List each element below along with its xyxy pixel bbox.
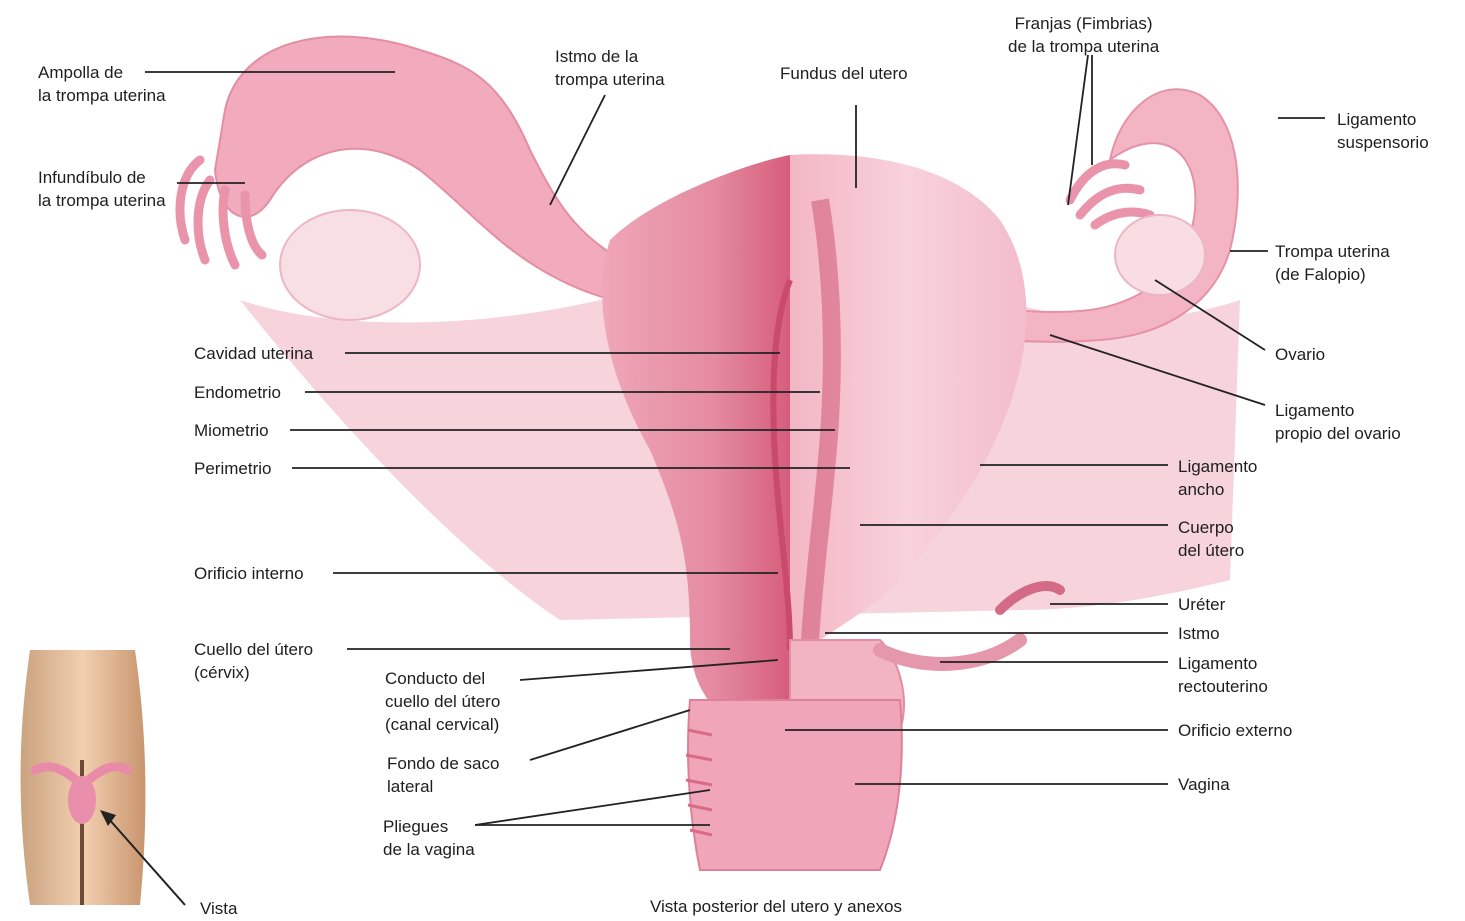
figure-caption: Vista posterior del utero y anexos	[650, 897, 902, 917]
left-ovary	[280, 210, 420, 320]
label-ureter: Uréter	[1178, 593, 1225, 616]
label-trompa-uterina: Trompa uterina(de Falopio)	[1275, 240, 1390, 286]
rectouterine-ligament	[880, 640, 1020, 664]
label-fundus: Fundus del utero	[780, 62, 908, 85]
label-orificio-interno: Orificio interno	[194, 562, 304, 585]
label-franjas: Franjas (Fimbrias)de la trompa uterina	[1008, 12, 1159, 58]
label-vista: Vista	[200, 897, 238, 920]
vagina	[688, 700, 902, 870]
label-vagina: Vagina	[1178, 773, 1230, 796]
inset-body-view	[10, 645, 145, 910]
label-endometrio: Endometrio	[194, 381, 281, 404]
label-cavidad-uterina: Cavidad uterina	[194, 342, 313, 365]
label-miometrio: Miometrio	[194, 419, 269, 442]
leader-fondo-saco	[530, 710, 690, 760]
leader-istmo-trompa	[550, 95, 605, 205]
label-ovario: Ovario	[1275, 343, 1325, 366]
label-istmo: Istmo	[1178, 622, 1220, 645]
right-fimbriae	[1070, 164, 1150, 225]
label-perimetrio: Perimetrio	[194, 457, 271, 480]
label-cuello-utero: Cuello del útero(cérvix)	[194, 638, 313, 684]
label-orificio-externo: Orificio externo	[1178, 719, 1292, 742]
leader-pliegues-1	[475, 790, 710, 825]
